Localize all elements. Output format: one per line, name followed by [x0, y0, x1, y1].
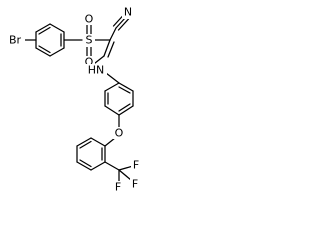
bond-ether-oxygen-to-ring [104, 137, 116, 147]
bond-nitrile-triple-c [112, 14, 125, 27]
sulfonyl-oxygen-upper-label: O [85, 13, 94, 26]
bond-vinyl-double-a [103, 39, 111, 57]
atom-labels: Br S O O N HN O F F F [5, 6, 142, 194]
ether-oxygen-label: O [115, 127, 124, 140]
trifluoromethylphenyl-ring [76, 137, 106, 171]
sulfur-label: S [86, 34, 93, 47]
bond-amine-to-ring [105, 72, 120, 84]
nitrile-nitrogen-label: N [124, 6, 132, 19]
amine-label: HN [88, 64, 105, 77]
bond-cf3-carbon-to-f3 [118, 169, 132, 181]
fluorine-3-label: F [132, 178, 138, 191]
bond-ring-to-cf3-carbon [104, 161, 120, 171]
bromophenyl-ring [35, 23, 65, 57]
bond-nitrile-triple-b [117, 18, 130, 31]
chemical-structure-diagram: Br S O O N HN O F F F [5, 5, 142, 194]
bond-vinyl-double-b [107, 41, 115, 58]
bond-cf3-carbon-to-f1 [118, 165, 134, 171]
bond-vinyl-to-nitrile-carbon [109, 27, 117, 41]
fluorine-2-label: F [115, 181, 121, 194]
bonds [23, 14, 134, 183]
fluorine-1-label: F [133, 159, 139, 172]
sulfonyl-oxygen-lower-label: O [85, 56, 94, 69]
bromine-label: Br [9, 34, 22, 47]
phenylene-ring [104, 82, 134, 116]
